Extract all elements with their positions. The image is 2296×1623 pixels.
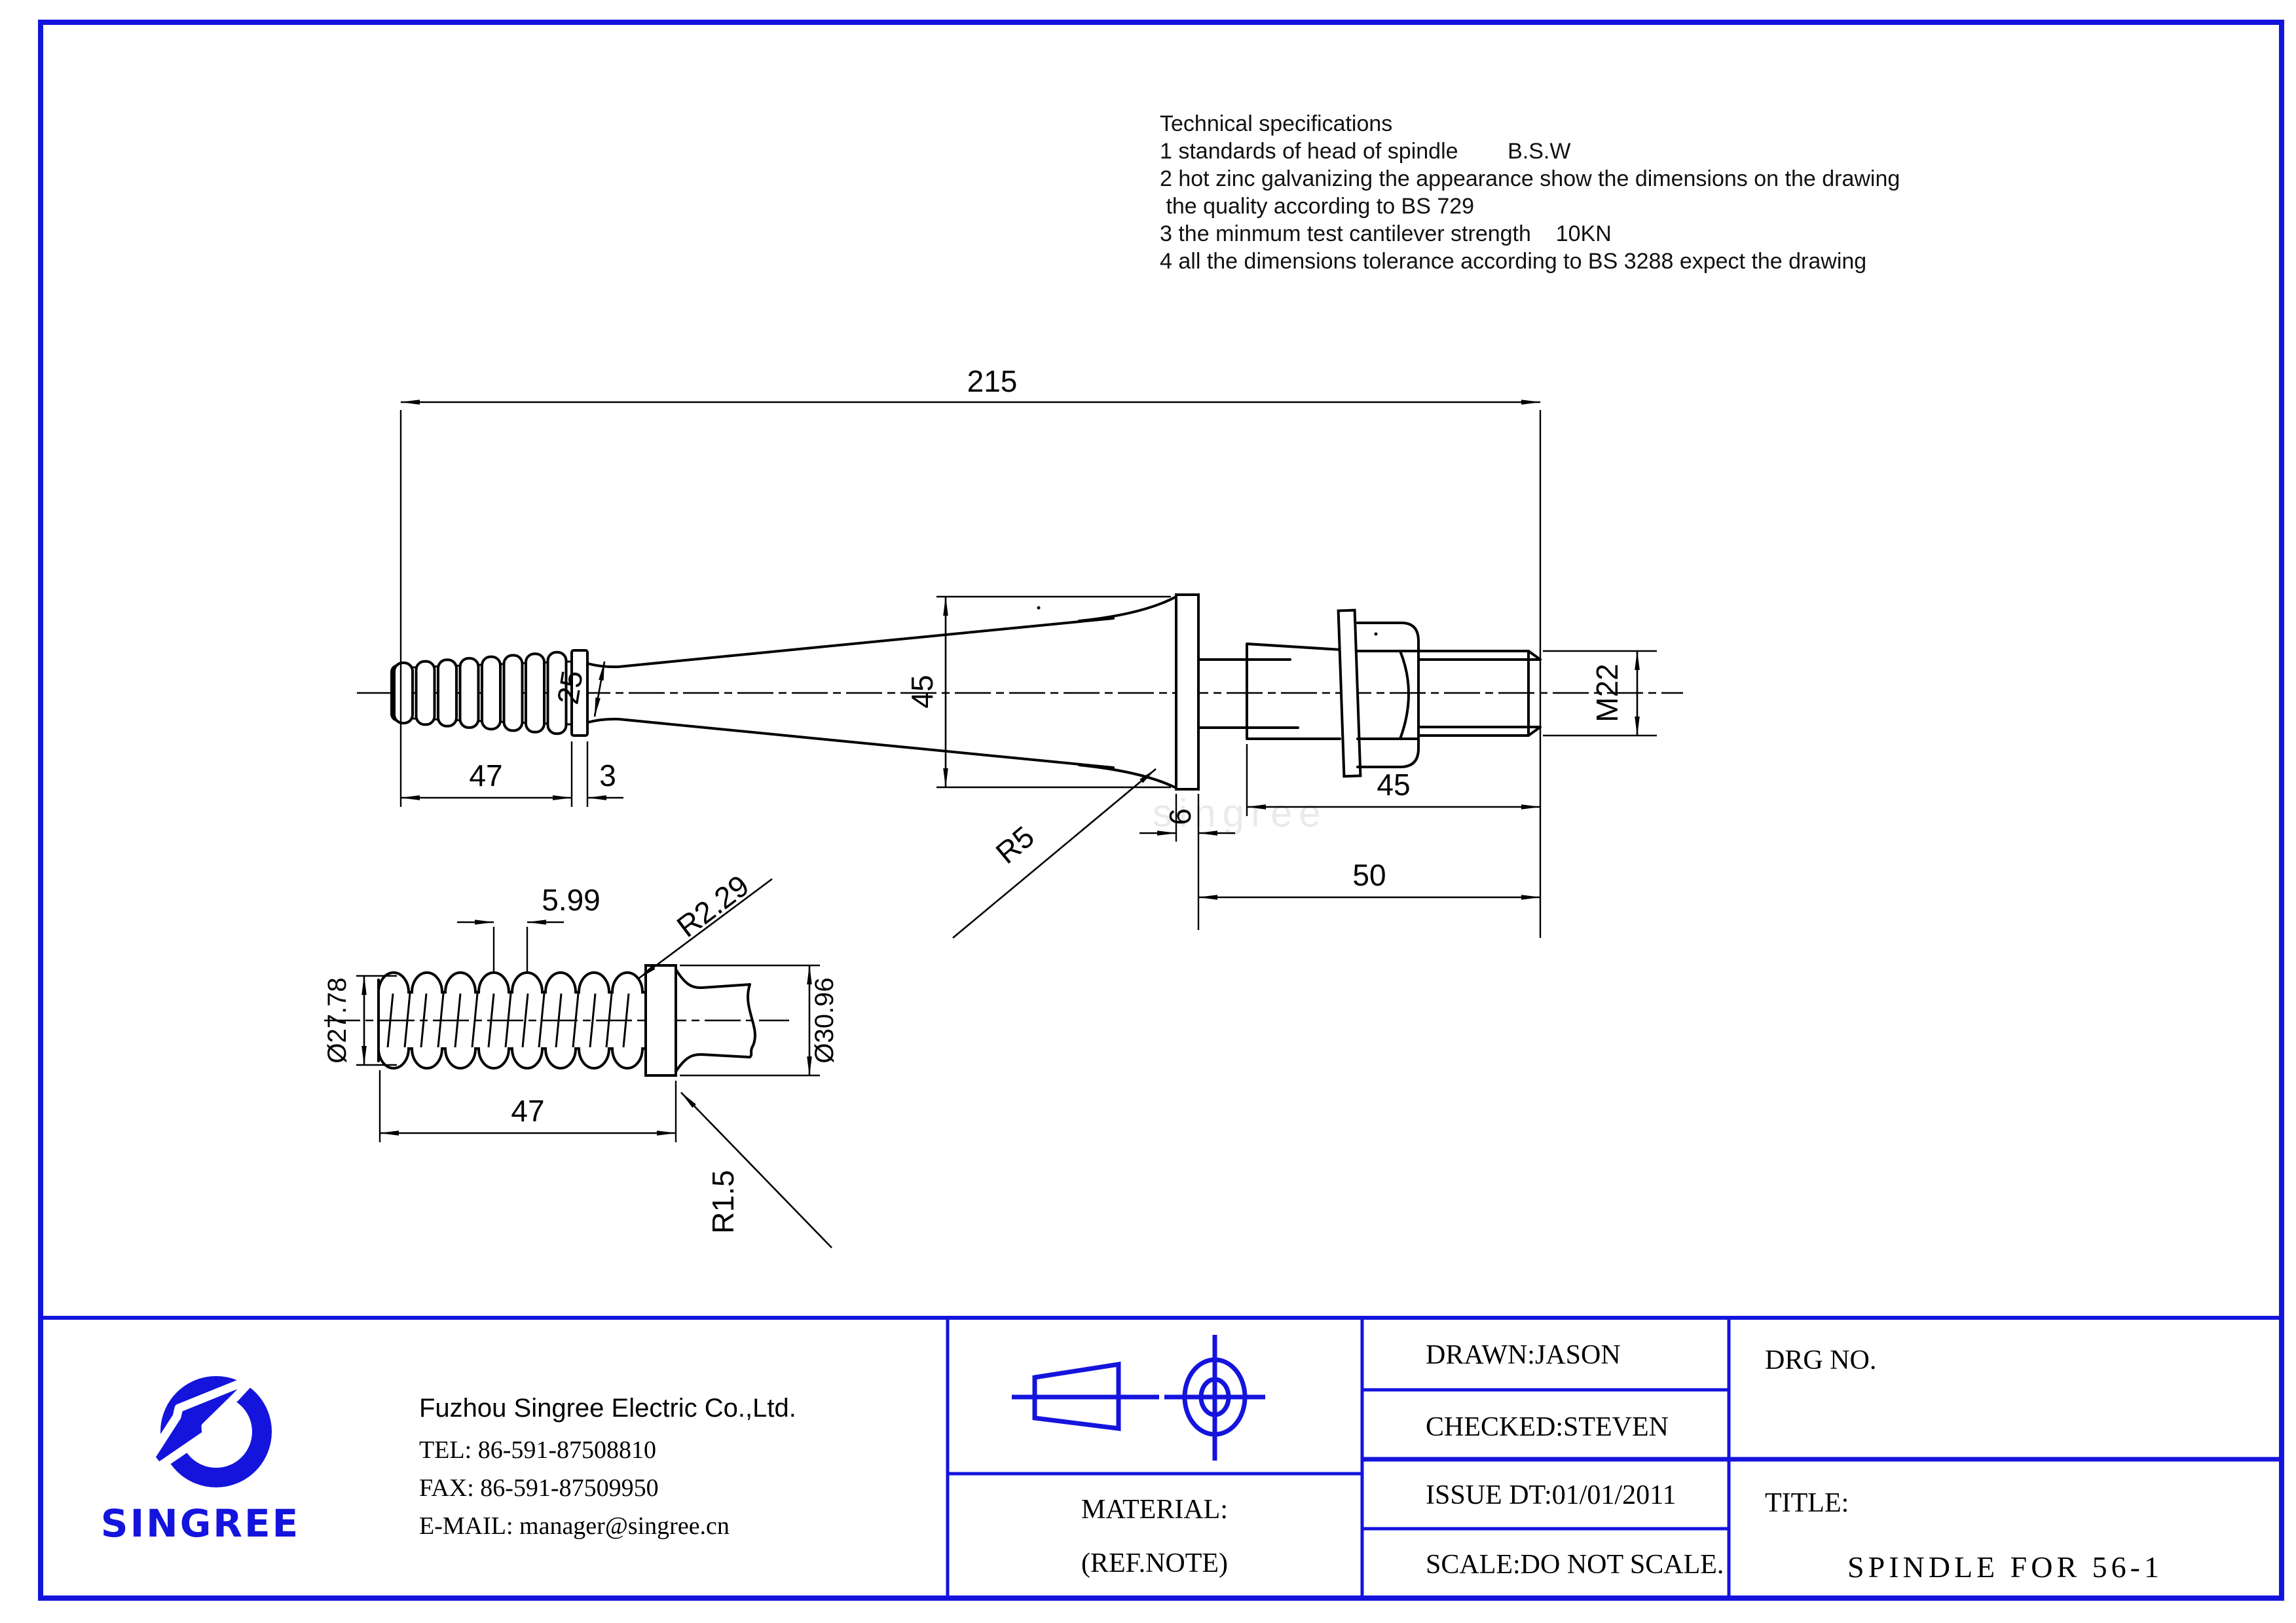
detail-shank-top — [675, 968, 751, 990]
company-fax: FAX: 86-591-87509950 — [419, 1474, 659, 1502]
detail-view-thread: 5.99 Ø27.78 Ø30.96 47 R2.29 R1.5 — [323, 868, 839, 1248]
thread-flank-lines — [386, 993, 630, 1048]
spec-line-5: 4 all the dimensions tolerance according… — [1160, 249, 1866, 274]
drawn-by: DRAWN:JASON — [1426, 1340, 1621, 1370]
company-email: E-MAIL: manager@singree.cn — [419, 1512, 730, 1540]
watermark-text: singree — [1153, 791, 1327, 835]
nut-faces — [1356, 650, 1420, 740]
main-view-spindle: singree — [357, 364, 1683, 939]
flange — [1175, 593, 1200, 791]
detail-thread-bottom — [377, 1047, 647, 1070]
dim-label-m22: M22 — [1590, 663, 1624, 722]
company-name: Fuzhou Singree Electric Co.,Ltd. — [419, 1394, 796, 1423]
spec-line-4: 3 the minmum test cantilever strength 10… — [1160, 221, 1612, 246]
issue-date: ISSUE DT:01/01/2011 — [1426, 1480, 1676, 1510]
page-border — [38, 20, 2284, 1601]
detail-thread-top — [377, 971, 647, 994]
title-label: TITLE: — [1765, 1488, 1849, 1518]
dim-label-neck-dia: 25 — [551, 668, 589, 707]
logo-wordmark: SINGREE — [101, 1501, 300, 1546]
detail-break-line — [747, 983, 756, 1058]
dim-label-overall: 215 — [967, 364, 1018, 398]
dim-label-collar: 3 — [599, 758, 616, 793]
thread-crest — [393, 662, 414, 724]
spec-title: Technical specifications — [1160, 111, 1392, 136]
thread-crest — [525, 652, 546, 734]
title-block: SINGREE Fuzhou Singree Electric Co.,Ltd.… — [101, 1335, 2163, 1584]
dim-neck-dia-line — [593, 661, 606, 717]
dim-label-r15: R1.5 — [706, 1170, 740, 1233]
cone-top-edge — [586, 595, 1177, 669]
dim-label-flange-dia: 45 — [905, 675, 939, 708]
thread-crest — [481, 655, 502, 731]
thread-crest — [502, 654, 524, 732]
detail-collar — [644, 964, 677, 1077]
stray-dot — [1037, 606, 1041, 610]
dim-label-minor-dia: Ø27.78 — [323, 977, 352, 1063]
logo-lightning-bolt-icon — [146, 1375, 256, 1472]
leader-r229 — [638, 878, 773, 980]
company-logo: SINGREE — [101, 1375, 300, 1546]
stud-thread — [1417, 650, 1542, 737]
dim-label-stud-length: 45 — [1377, 768, 1410, 802]
dim-label-r229: R2.29 — [671, 868, 755, 944]
technical-specifications: Technical specifications 1 standards of … — [1160, 111, 1900, 274]
taper-piece — [1246, 643, 1342, 740]
scale-note: SCALE:DO NOT SCALE. — [1426, 1550, 1724, 1580]
dim-label-detail-length: 47 — [511, 1094, 544, 1128]
thread-crest — [458, 657, 480, 729]
dim-label-nose-length: 50 — [1352, 858, 1386, 892]
nut-outline — [1356, 622, 1420, 768]
material-note: (REF.NOTE) — [1081, 1548, 1228, 1578]
checked-by: CHECKED:STEVEN — [1426, 1412, 1669, 1442]
dim-label-flange-thk: 6 — [1163, 808, 1197, 825]
spec-line-1: 1 standards of head of spindle B.S.W — [1160, 139, 1570, 164]
spec-line-2: 2 hot zinc galvanizing the appearance sh… — [1160, 166, 1900, 191]
stray-dot — [1374, 632, 1378, 636]
material-label: MATERIAL: — [1081, 1495, 1228, 1525]
cone-bottom-edge — [586, 717, 1177, 789]
dim-label-thread-length: 47 — [469, 758, 502, 793]
thread-crest — [415, 660, 436, 726]
collar — [570, 649, 589, 737]
projection-symbol-icon — [1012, 1335, 1265, 1461]
spec-line-3: the quality according to BS 729 — [1160, 194, 1474, 219]
dim-label-major-dia: Ø30.96 — [810, 977, 839, 1063]
detail-shank-bottom — [675, 1053, 751, 1073]
drawing-title: SPINDLE FOR 56-1 — [1847, 1550, 2163, 1584]
dim-label-pitch: 5.99 — [542, 883, 601, 917]
leader-r5 — [952, 768, 1157, 939]
company-tel: TEL: 86-591-87508810 — [419, 1436, 656, 1464]
drg-no-label: DRG NO. — [1765, 1345, 1876, 1375]
leader-r15 — [680, 1092, 832, 1248]
washer — [1337, 608, 1362, 778]
thread-crest — [437, 658, 458, 728]
thread-crest — [546, 650, 568, 736]
dim-label-r5: R5 — [989, 819, 1040, 870]
